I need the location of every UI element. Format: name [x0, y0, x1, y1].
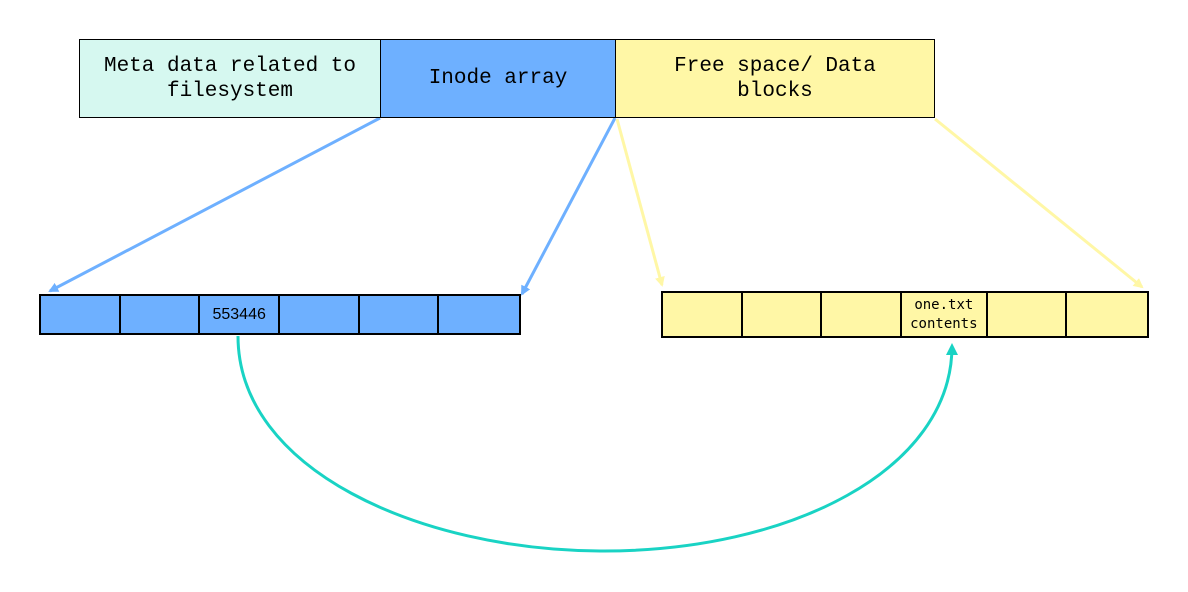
- data-zoom-right-arrow: [934, 117, 1144, 289]
- inode-cell: [280, 296, 360, 333]
- inode-to-data-pointer-arrow: [236, 335, 958, 553]
- data-block-cell: [663, 293, 743, 336]
- inode-cell: [360, 296, 440, 333]
- data-block-cell: [743, 293, 823, 336]
- data-blocks-label: Free space/ Data blocks: [674, 54, 876, 103]
- filesystem-metadata-label: Meta data related to filesystem: [103, 54, 357, 103]
- data-block-cell: [1067, 293, 1147, 336]
- inode-zoom-right-arrow: [520, 117, 617, 296]
- inode-array-strip: 553446: [39, 294, 521, 335]
- inode-array-segment: Inode array: [380, 39, 616, 118]
- inode-array-label: Inode array: [428, 67, 568, 90]
- data-blocks-strip: one.txt contents: [661, 291, 1149, 338]
- inode-zoom-left-arrow: [48, 116, 381, 293]
- data-zoom-left-arrow: [615, 118, 665, 287]
- data-block-cell: [988, 293, 1068, 336]
- filesystem-metadata-segment: Meta data related to filesystem: [79, 39, 381, 118]
- inode-cell-553446: 553446: [200, 296, 281, 333]
- data-block-cell: [822, 293, 903, 336]
- inode-cell: [41, 296, 121, 333]
- inode-cell: [439, 296, 519, 333]
- data-blocks-segment: Free space/ Data blocks: [615, 39, 935, 118]
- data-block-cell-one-txt: one.txt contents: [902, 293, 988, 336]
- inode-cell: [121, 296, 201, 333]
